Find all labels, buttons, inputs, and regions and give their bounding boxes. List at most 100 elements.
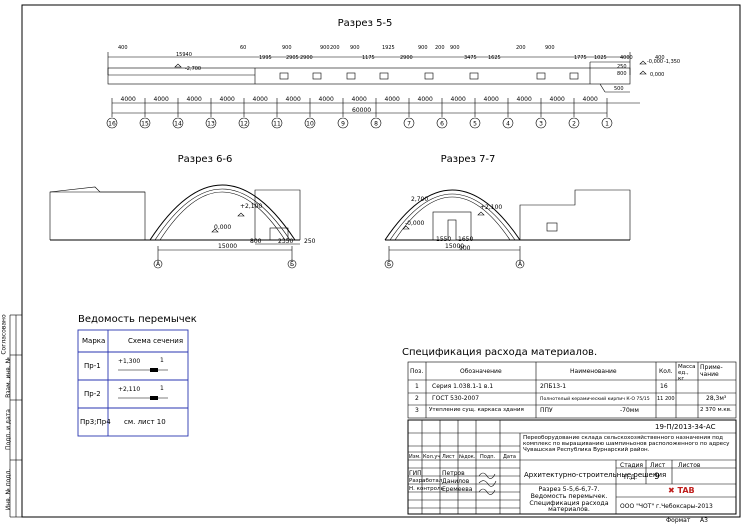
spec-designation: ГОСТ 530-2007 (432, 395, 480, 402)
top-dimension: 200 (330, 45, 340, 51)
lintel-mark: Пр3;Пр4 (80, 418, 111, 426)
spec-header: Масса ед., кг (678, 364, 696, 382)
dimension-label: 900 (459, 245, 471, 252)
small-dimension: 500 (614, 86, 624, 92)
axis-label: 6 (440, 121, 444, 128)
axis-label: 12 (240, 121, 248, 128)
axis-marker (568, 117, 580, 129)
bay-dimension: 4000 (351, 96, 367, 103)
logo-icon: ✖ (668, 486, 675, 495)
spec-table (407, 361, 737, 419)
person-name: Данилов (442, 478, 470, 485)
section77-title: Разрез 7-7 (441, 154, 496, 165)
spec-note: 2 370 м.кв. (700, 407, 732, 413)
axis-marker (153, 259, 163, 269)
spec-title: Спецификация расхода материалов. (402, 347, 597, 358)
lintel-count: 1 (160, 385, 164, 392)
top-dimension: 1995 (259, 55, 272, 61)
top-dimension: 1625 (488, 55, 501, 61)
axis-label: 13 (207, 121, 215, 128)
dimension-label: 1650 (458, 236, 474, 243)
axis-marker (205, 117, 217, 129)
top-dimension: 1175 (362, 55, 375, 61)
spec-header: Кол. (659, 368, 673, 375)
axis-marker (535, 117, 547, 129)
level-mark: -0,000 (405, 220, 425, 227)
section77-drawing (384, 189, 631, 262)
axis-label: A (156, 261, 161, 268)
axis-marker (384, 259, 394, 269)
spec-header: Приме-чание (700, 364, 723, 378)
role-label: ГИП (409, 470, 422, 477)
dimension-label: 15000 (445, 243, 465, 250)
bay-dimension: 4000 (120, 96, 136, 103)
lintel-mark: Пр-2 (84, 390, 101, 398)
stage-header: Стадия (620, 462, 644, 469)
stamp-replace: Взам. инв. № (4, 357, 12, 398)
axis-marker (515, 259, 525, 269)
axis-marker (601, 117, 613, 129)
axis-label: 10 (306, 121, 314, 128)
top-dimension: 4000 (620, 55, 633, 61)
axis-label: 15 (141, 121, 149, 128)
sheet-number: 9 (654, 472, 660, 482)
spec-designation: Серия 1.038.1-1 в.1 (432, 383, 494, 390)
lintels-header-mark: Марка (82, 337, 106, 345)
axis-label: 4 (506, 121, 510, 128)
axis-marker (337, 117, 349, 129)
spec-pos: 1 (415, 383, 419, 390)
axis-label: A (518, 261, 523, 268)
spec-name: ППУ (540, 407, 553, 414)
axis-marker (469, 117, 481, 129)
axis-marker (238, 117, 250, 129)
col-header: Изм. (409, 454, 421, 460)
project-name: Переоборудование склада сельскохозяйстве… (523, 435, 730, 454)
top-dimension: 400 (655, 55, 665, 61)
lintels-title: Ведомость перемычек (78, 314, 197, 325)
top-dimension: 400 (118, 45, 128, 51)
bay-dimension: 4000 (582, 96, 598, 103)
bay-dimension: 4000 (384, 96, 400, 103)
axis-label: Б (290, 261, 294, 268)
top-dimension: 900 (282, 45, 292, 51)
axis-marker (271, 117, 283, 129)
col-header: №док. (459, 454, 476, 460)
lintel-mark: Пр-1 (84, 362, 101, 370)
top-dimension: 2900 (400, 55, 413, 61)
axis-label: 14 (174, 121, 182, 128)
sheet-frame (21, 4, 741, 518)
axis-marker (304, 117, 316, 129)
spec-qty: 11 200 (657, 396, 675, 402)
level-mark: 0,000 (214, 224, 232, 231)
col-header: Дата (503, 454, 516, 460)
axis-marker (502, 117, 514, 129)
col-header: Подп. (480, 454, 496, 460)
col-header: Кол.уч (423, 454, 441, 460)
section-name: Архитектурно-строительные решения (524, 471, 667, 479)
axis-marker (287, 259, 297, 269)
lintel-level: +2,110 (118, 386, 141, 393)
axis-marker (436, 117, 448, 129)
col-header: Лист (442, 454, 455, 460)
bay-dimension: 4000 (153, 96, 169, 103)
top-dimension: 2900 (300, 55, 313, 61)
spec-qty: 16 (660, 383, 668, 390)
total-dimension: 60000 (352, 107, 372, 114)
axis-label: 7 (407, 121, 411, 128)
axis-label: 9 (341, 121, 345, 128)
top-dimension: 60 (240, 45, 247, 51)
axis-label: Б (387, 261, 391, 268)
top-dimension: 3475 (464, 55, 477, 61)
level-mark: +2,100 (240, 203, 263, 210)
level-mark: -0,000 (647, 59, 664, 65)
stage-header: Лист (650, 462, 666, 469)
top-dimension: -1,350 (664, 59, 681, 65)
bay-dimension: 4000 (516, 96, 532, 103)
stamp-agreed: Согласовано (0, 314, 8, 355)
axis-marker (106, 117, 118, 129)
spec-header: Поз. (410, 368, 424, 375)
spec-note: 28,3м³ (706, 395, 727, 402)
axis-marker (370, 117, 382, 129)
section66-drawing (49, 184, 301, 262)
